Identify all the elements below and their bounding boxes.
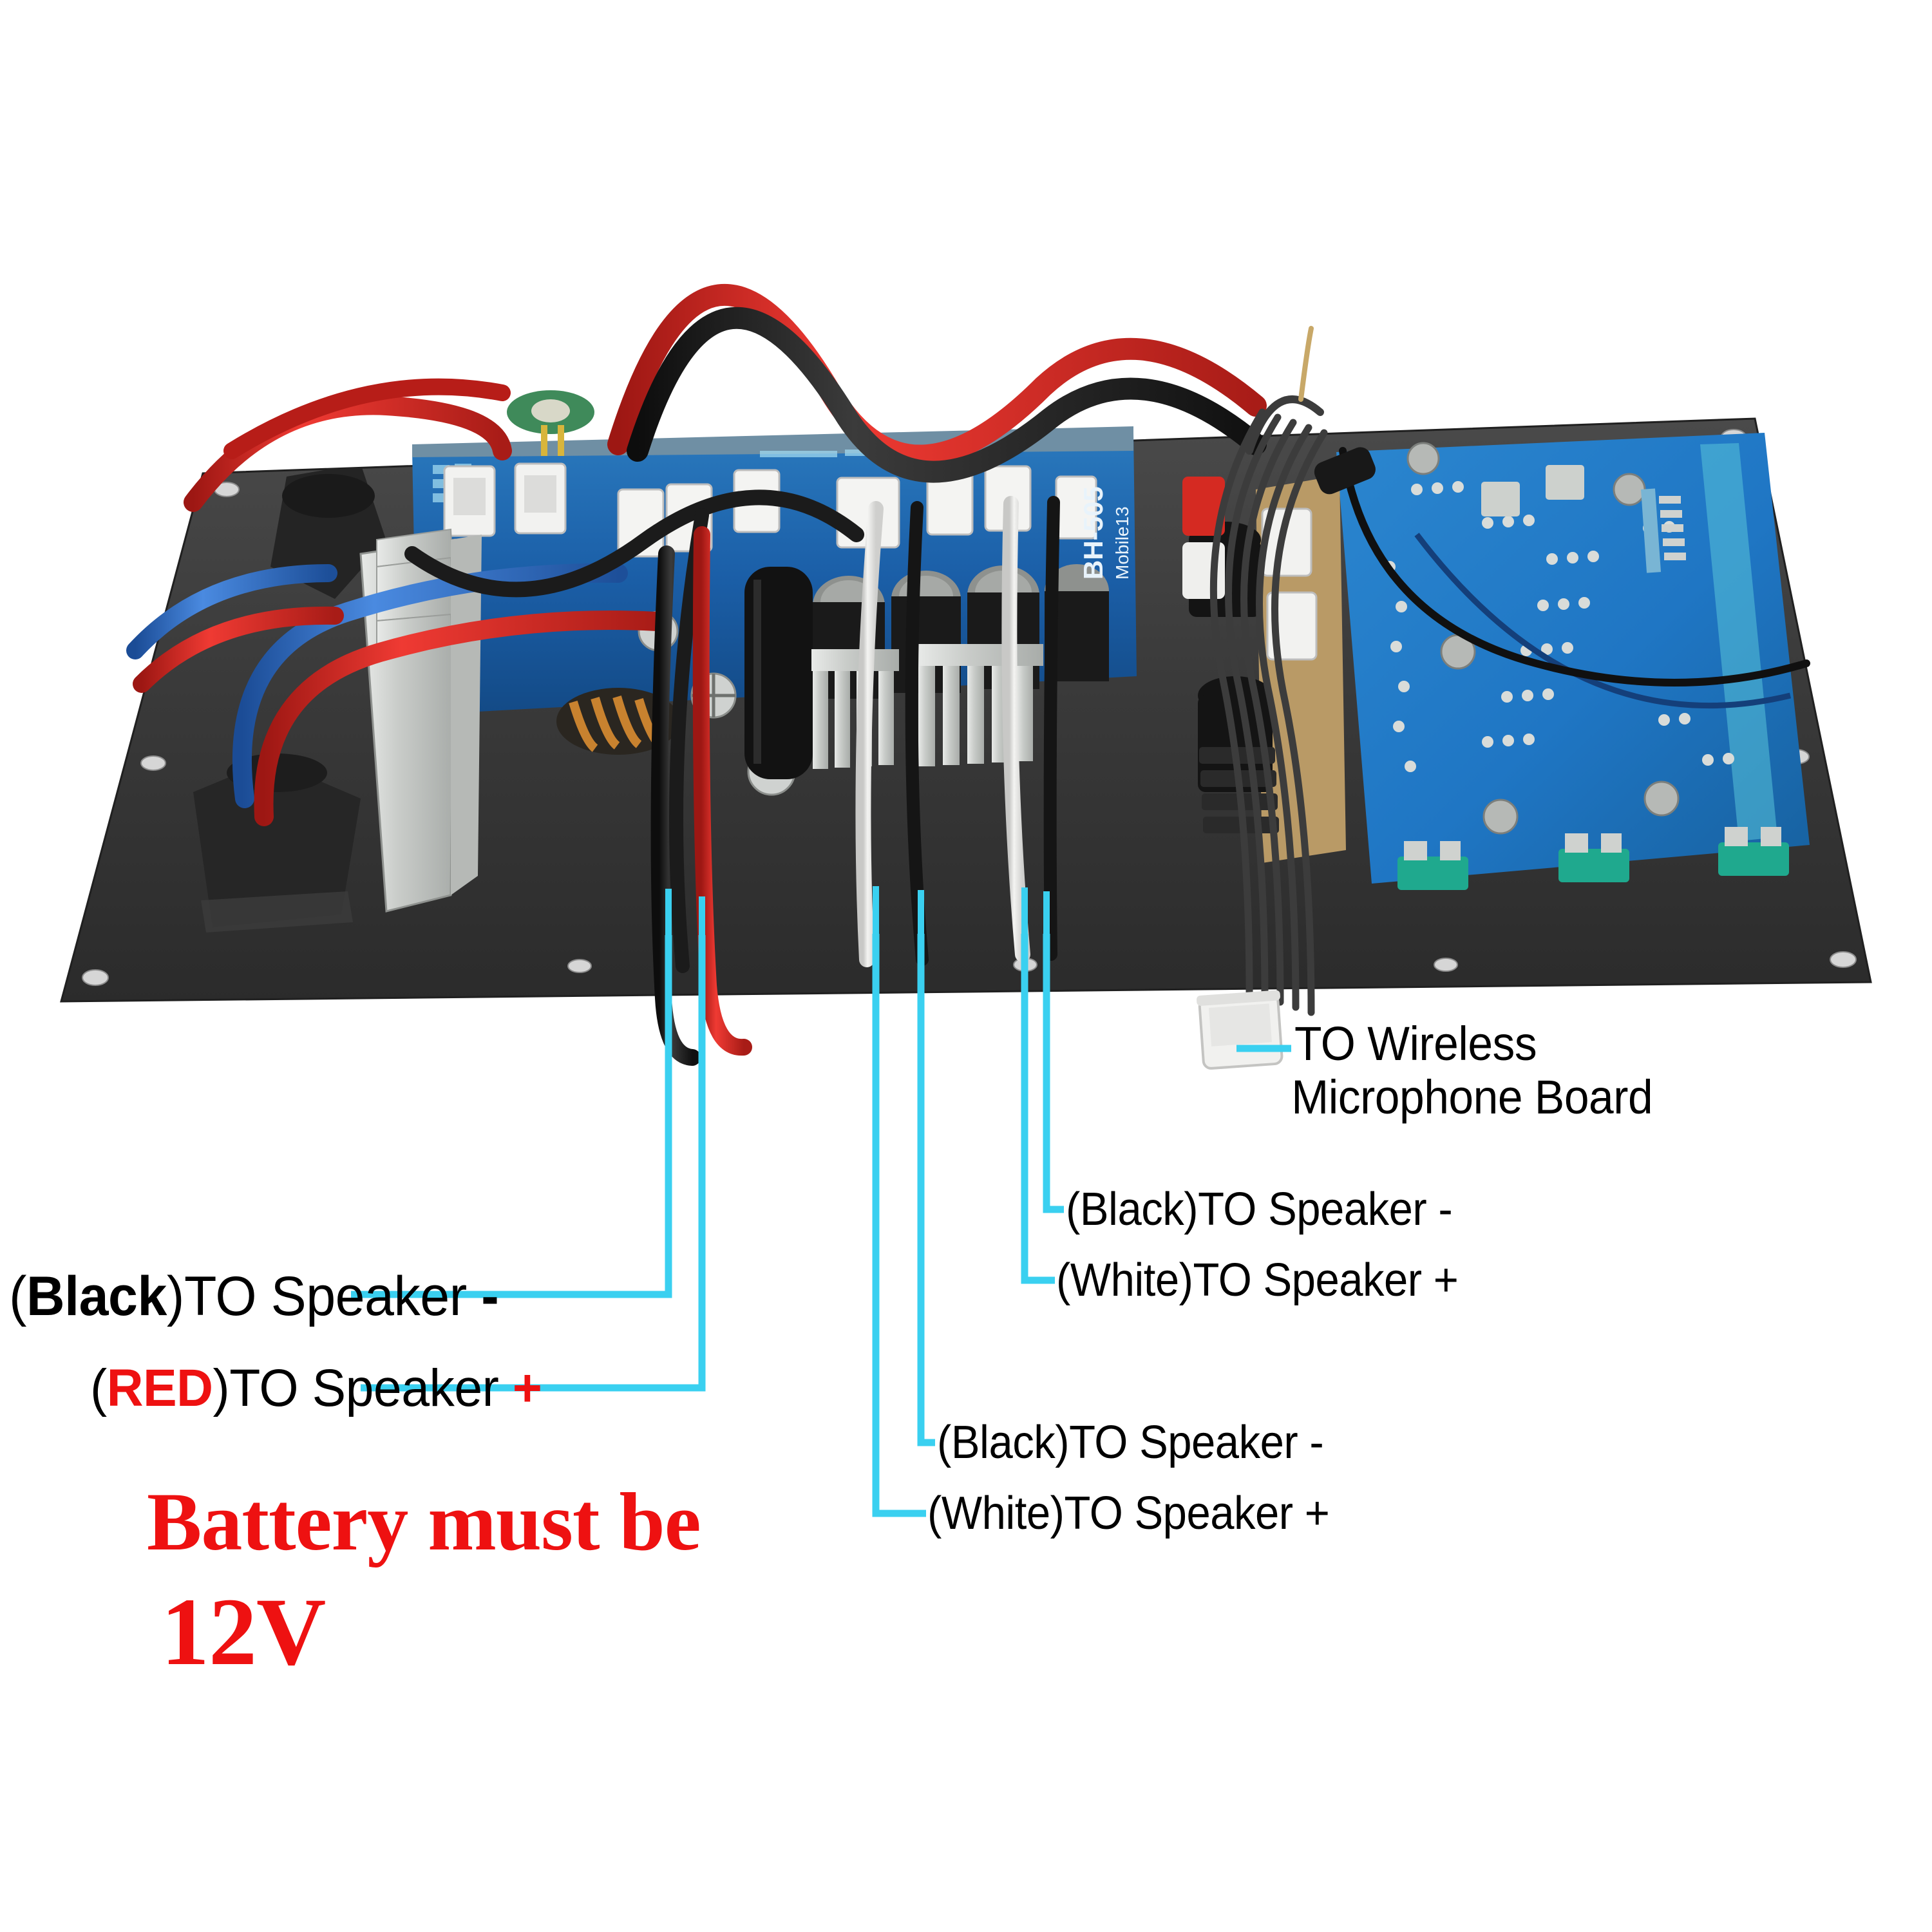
callout-red-left-suffix: )TO Speaker <box>213 1359 513 1417</box>
color-word-red: RED <box>106 1359 213 1417</box>
callout-black-left-suffix: )TO Speaker <box>166 1265 482 1327</box>
insulated-component-top-left <box>270 464 386 599</box>
paren-open: ( <box>90 1359 107 1417</box>
board-silkscreen-text: BH-505 Mobile13 <box>1078 486 1132 580</box>
wireless-mic-connector <box>1196 990 1283 1070</box>
callout-black-speaker-mid: (Black)TO Speaker - <box>937 1417 1324 1468</box>
dc-plug <box>1314 447 1376 495</box>
svg-text:BH-505: BH-505 <box>1078 486 1108 580</box>
ic-header-pins <box>1641 488 1686 573</box>
heatsink-fins-center <box>811 644 1043 769</box>
black-speaker-wire-right <box>1043 496 1060 961</box>
callout-wireless-mic-line1: TO Wireless <box>1294 1017 1537 1070</box>
leader-lines <box>351 934 1291 1517</box>
pcb-mount-screws <box>1406 442 1680 835</box>
electrolytic-capacitor-large <box>744 567 813 779</box>
wire-highlight-ticks <box>665 886 1050 937</box>
warning-line-2: 12V <box>161 1578 326 1685</box>
tinned-pads <box>1481 465 1584 516</box>
leader-black-left <box>351 935 672 1298</box>
leader-white-mid <box>872 934 926 1517</box>
insulated-component-left <box>193 753 361 933</box>
warning-line-1: Battery must be <box>147 1476 701 1567</box>
callout-wireless-mic-line2: Microphone Board <box>1291 1070 1653 1124</box>
minus-sign: - <box>481 1265 499 1327</box>
callout-white-speaker-right: (White)TO Speaker + <box>1056 1255 1459 1306</box>
tact-switches <box>1397 827 1789 890</box>
callout-white-speaker-mid: (White)TO Speaker + <box>927 1488 1330 1539</box>
leader-black-mid <box>917 934 935 1446</box>
callout-black-speaker-right: (Black)TO Speaker - <box>1066 1184 1453 1235</box>
svg-text:Mobile13: Mobile13 <box>1112 506 1132 580</box>
callout-red-speaker-left: (RED)TO Speaker + <box>90 1359 542 1418</box>
white-speaker-wire-right <box>1001 496 1030 962</box>
leader-white-right <box>1021 934 1055 1284</box>
white-speaker-wire-mid <box>855 501 884 967</box>
green-disc-capacitor <box>507 390 594 456</box>
wireless-module-pcb <box>1336 433 1810 890</box>
plus-sign: + <box>512 1359 542 1417</box>
paren-open: ( <box>9 1265 27 1327</box>
mic-ribbon-cable <box>1209 408 1328 1016</box>
black-power-wire <box>627 307 1267 483</box>
blue-wire <box>232 563 628 808</box>
callout-wireless-mic: TO Wireless Microphone Board <box>1291 1017 1653 1124</box>
callout-black-speaker-left: (Black)TO Speaker - <box>9 1265 499 1327</box>
leader-black-right <box>1043 934 1064 1213</box>
leader-red-left <box>361 935 706 1392</box>
color-word-black: Black <box>26 1265 167 1327</box>
